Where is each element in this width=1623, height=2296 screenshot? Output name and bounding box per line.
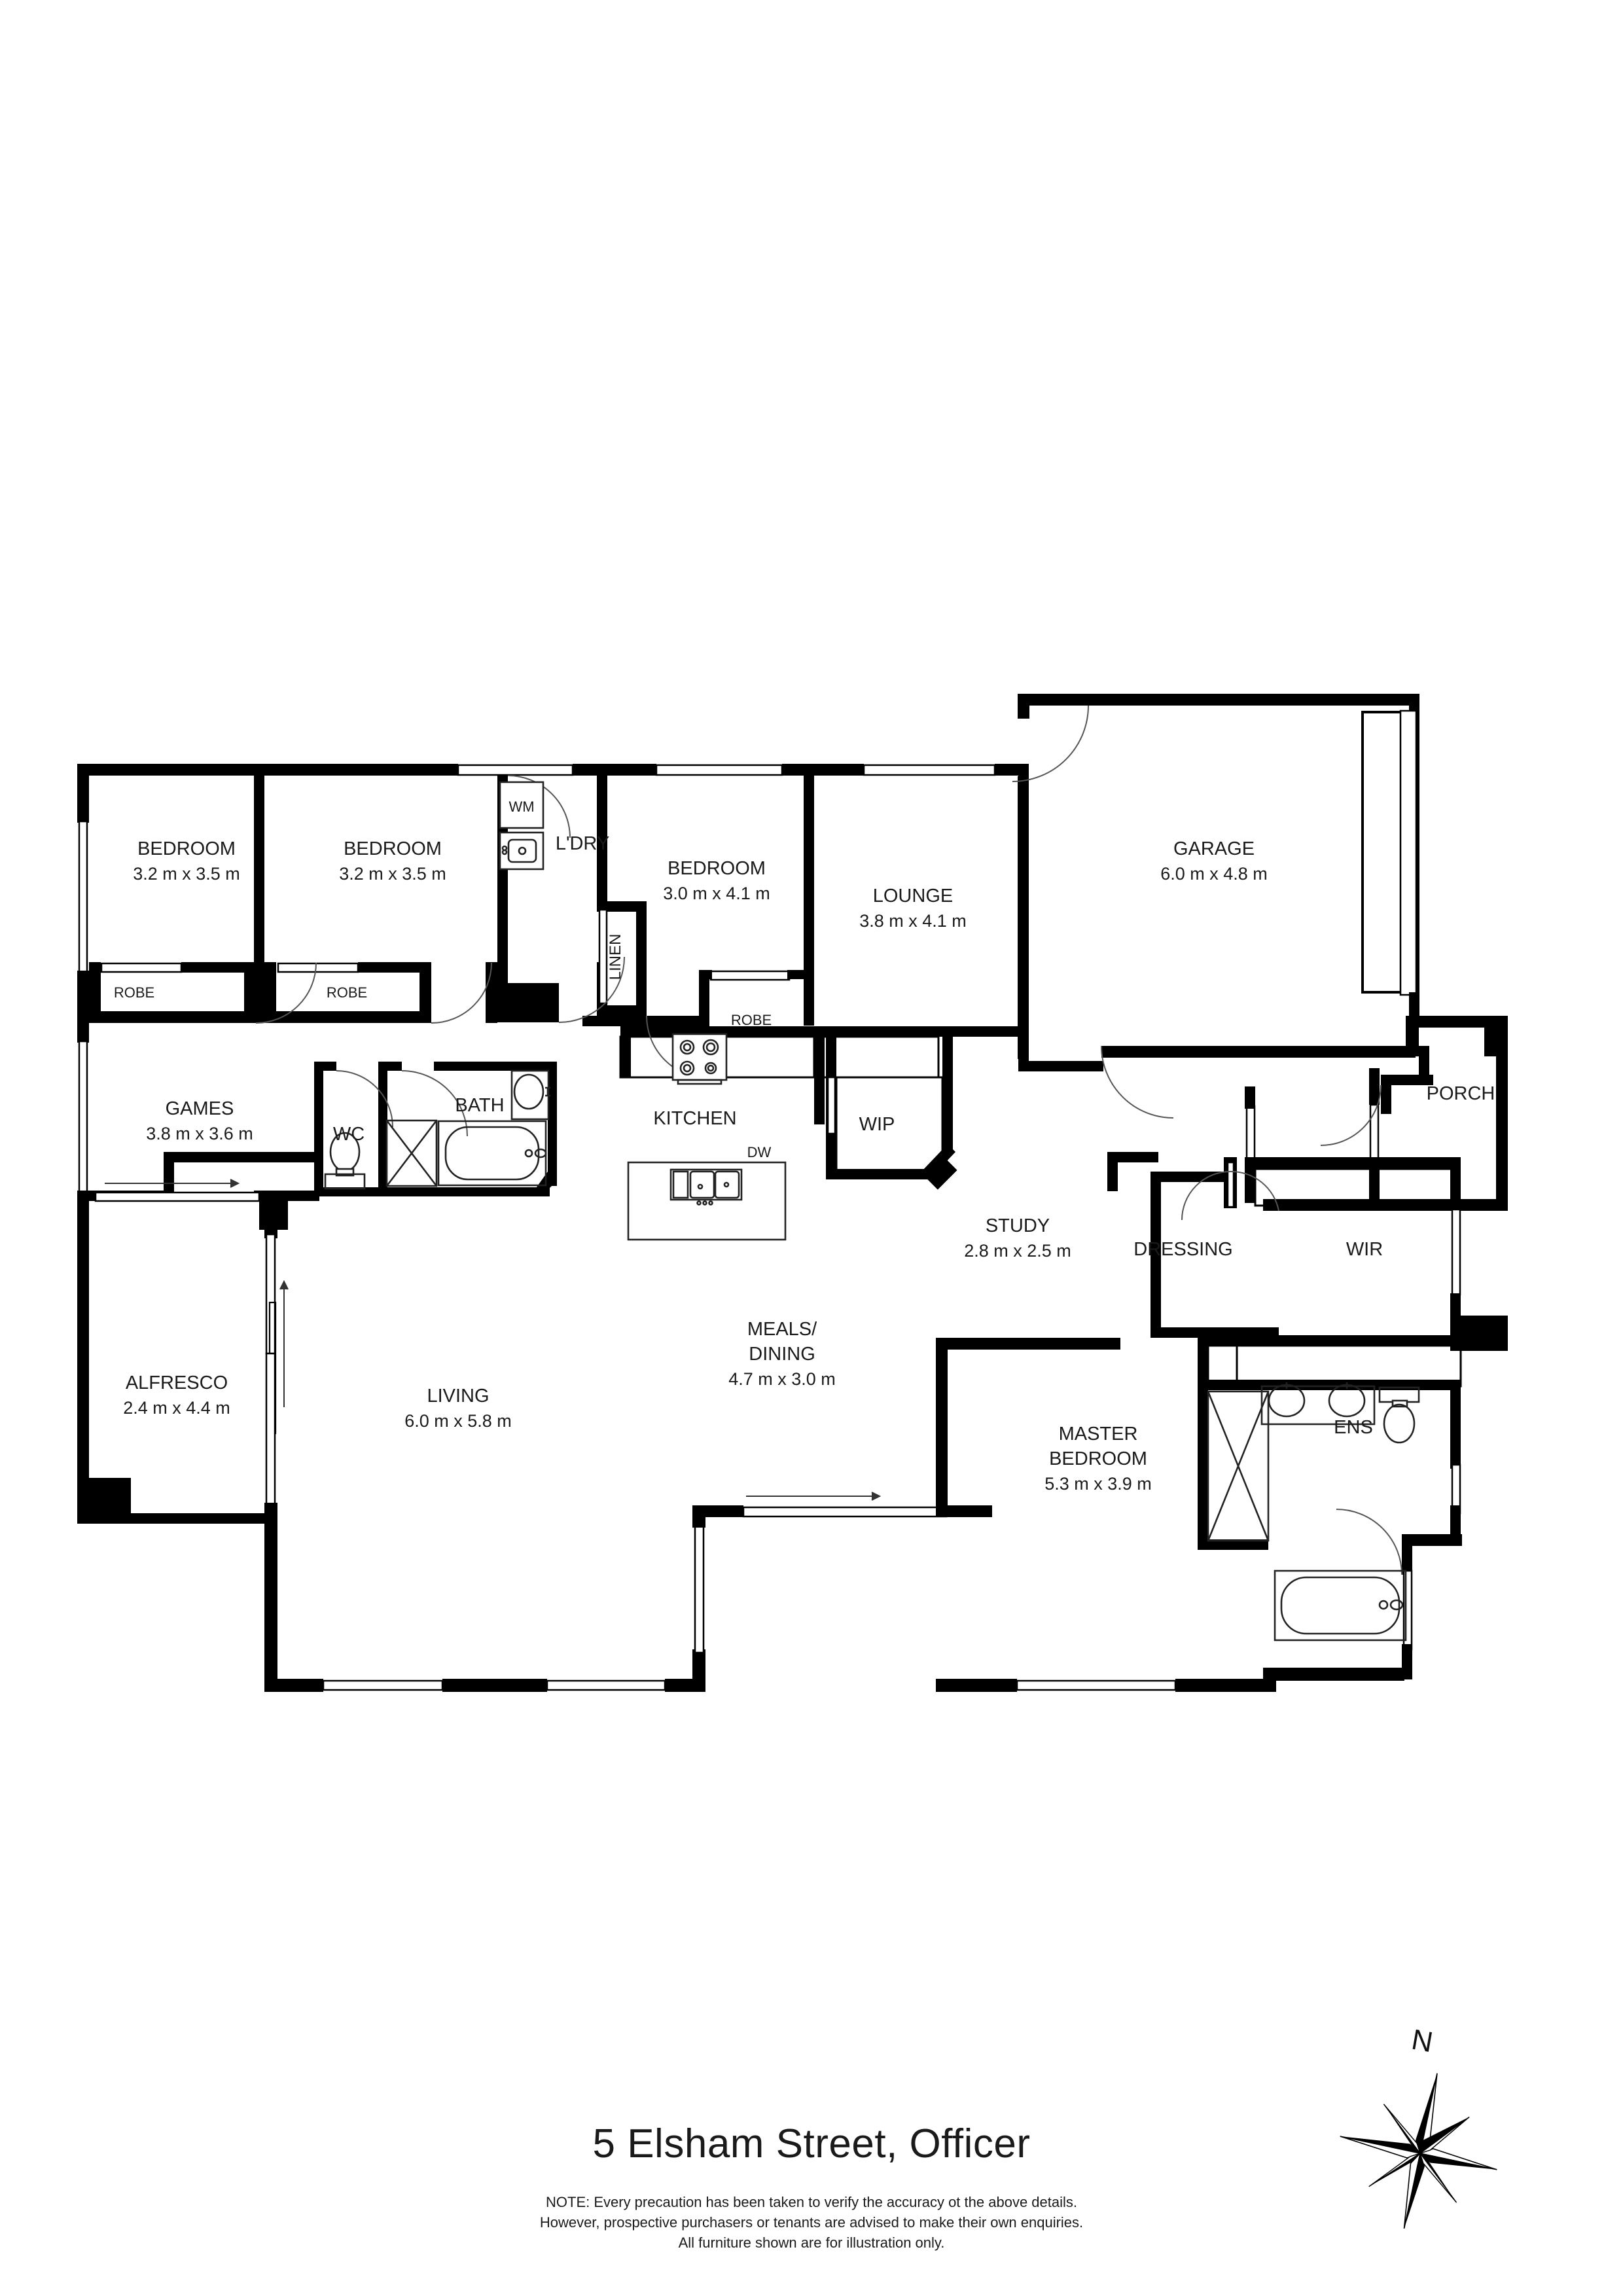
room-dims-lounge: 3.8 m x 4.1 m	[859, 911, 967, 931]
cooktop-icon	[671, 1033, 728, 1085]
room-dims-meals: 4.7 m x 3.0 m	[728, 1369, 836, 1389]
room-name-bedroom3: BEDROOM	[344, 838, 442, 859]
label-linen: LINEN	[607, 934, 624, 980]
ens-shower-icon	[1207, 1390, 1270, 1542]
room-name-bedroom2: BEDROOM	[137, 838, 236, 859]
room-name-games: GAMES	[166, 1098, 234, 1119]
wall-layer	[77, 694, 1508, 1692]
room-dims-bedroom4: 3.0 m x 4.1 m	[663, 884, 770, 903]
room-name-lounge: LOUNGE	[873, 886, 953, 906]
room-name-study: STUDY	[986, 1215, 1050, 1236]
kitchen-island-icon	[627, 1161, 787, 1241]
label-ldry: L'DRY	[556, 833, 609, 854]
room-name-bedroom4: BEDROOM	[668, 858, 766, 879]
room-dims-study: 2.8 m x 2.5 m	[964, 1241, 1071, 1261]
ens-vanity-icon	[1260, 1385, 1376, 1426]
label-dressing: DRESSING	[1133, 1239, 1232, 1260]
compass-rose: N	[1322, 2013, 1518, 2229]
label-dw: DW	[747, 1144, 772, 1160]
room-dims-games: 3.8 m x 3.6 m	[146, 1124, 253, 1143]
room-name-meals-2: DINING	[749, 1344, 815, 1365]
room-dims-living: 6.0 m x 5.8 m	[404, 1411, 512, 1431]
small-label-layer: ROBE ROBE ROBE WM L'DRY LINEN WC BATH KI…	[114, 798, 1495, 1438]
page-title: 5 Elsham Street, Officer	[592, 2121, 1031, 2166]
disclaimer-line-1: NOTE: Every precaution has been taken to…	[546, 2194, 1077, 2210]
laundry-trough-icon	[499, 831, 544, 870]
room-name-master-2: BEDROOM	[1049, 1448, 1147, 1469]
door-swing-layer	[255, 705, 1402, 1575]
label-wip: WIP	[859, 1114, 895, 1135]
label-porch: PORCH	[1427, 1083, 1495, 1104]
label-robe-3: ROBE	[731, 1012, 772, 1028]
compass-rose-icon: N	[1340, 2024, 1497, 2229]
label-wm: WM	[508, 798, 534, 815]
room-name-alfresco: ALFRESCO	[126, 1372, 228, 1393]
label-kitchen: KITCHEN	[653, 1108, 736, 1129]
label-robe-2: ROBE	[327, 984, 367, 1001]
title-block: 5 Elsham Street, Officer NOTE: Every pre…	[0, 2121, 1623, 2253]
label-robe-1: ROBE	[114, 984, 154, 1001]
ens-toilet-icon	[1378, 1386, 1420, 1444]
room-name-master: MASTER	[1059, 1424, 1138, 1444]
disclaimer-line-3: All furniture shown are for illustration…	[678, 2234, 945, 2251]
washing-machine-icon	[499, 781, 544, 829]
label-wc: WC	[333, 1124, 365, 1145]
fixtures-layer	[105, 781, 1420, 1641]
room-name-living: LIVING	[427, 1386, 489, 1407]
label-bath: BATH	[455, 1095, 504, 1116]
wc-toilet-icon	[324, 1132, 366, 1190]
compass-north-label: N	[1409, 2024, 1435, 2059]
room-dims-bedroom3: 3.2 m x 3.5 m	[339, 864, 446, 884]
room-dims-garage: 6.0 m x 4.8 m	[1160, 864, 1268, 884]
label-ens: ENS	[1334, 1417, 1373, 1438]
room-name-meals: MEALS/	[747, 1319, 817, 1340]
room-dims-master: 5.3 m x 3.9 m	[1044, 1474, 1152, 1494]
label-wir: WIR	[1346, 1239, 1383, 1260]
bath-tub-icon	[437, 1120, 547, 1187]
bath-shower-icon	[385, 1119, 438, 1187]
sliding-direction-arrows	[105, 1179, 882, 1501]
disclaimer-line-2: However, prospective purchasers or tenan…	[539, 2214, 1084, 2231]
room-dims-bedroom2: 3.2 m x 3.5 m	[133, 864, 240, 884]
room-dims-alfresco: 2.4 m x 4.4 m	[123, 1398, 230, 1418]
disclaimer-note: NOTE: Every precaution has been taken to…	[0, 2192, 1623, 2253]
room-name-garage: GARAGE	[1173, 838, 1255, 859]
room-label-layer: BEDROOM 3.2 m x 3.5 m BEDROOM 3.2 m x 3.…	[123, 838, 1268, 1494]
bath-basin-icon	[510, 1069, 550, 1121]
ens-bath-icon	[1274, 1570, 1407, 1641]
